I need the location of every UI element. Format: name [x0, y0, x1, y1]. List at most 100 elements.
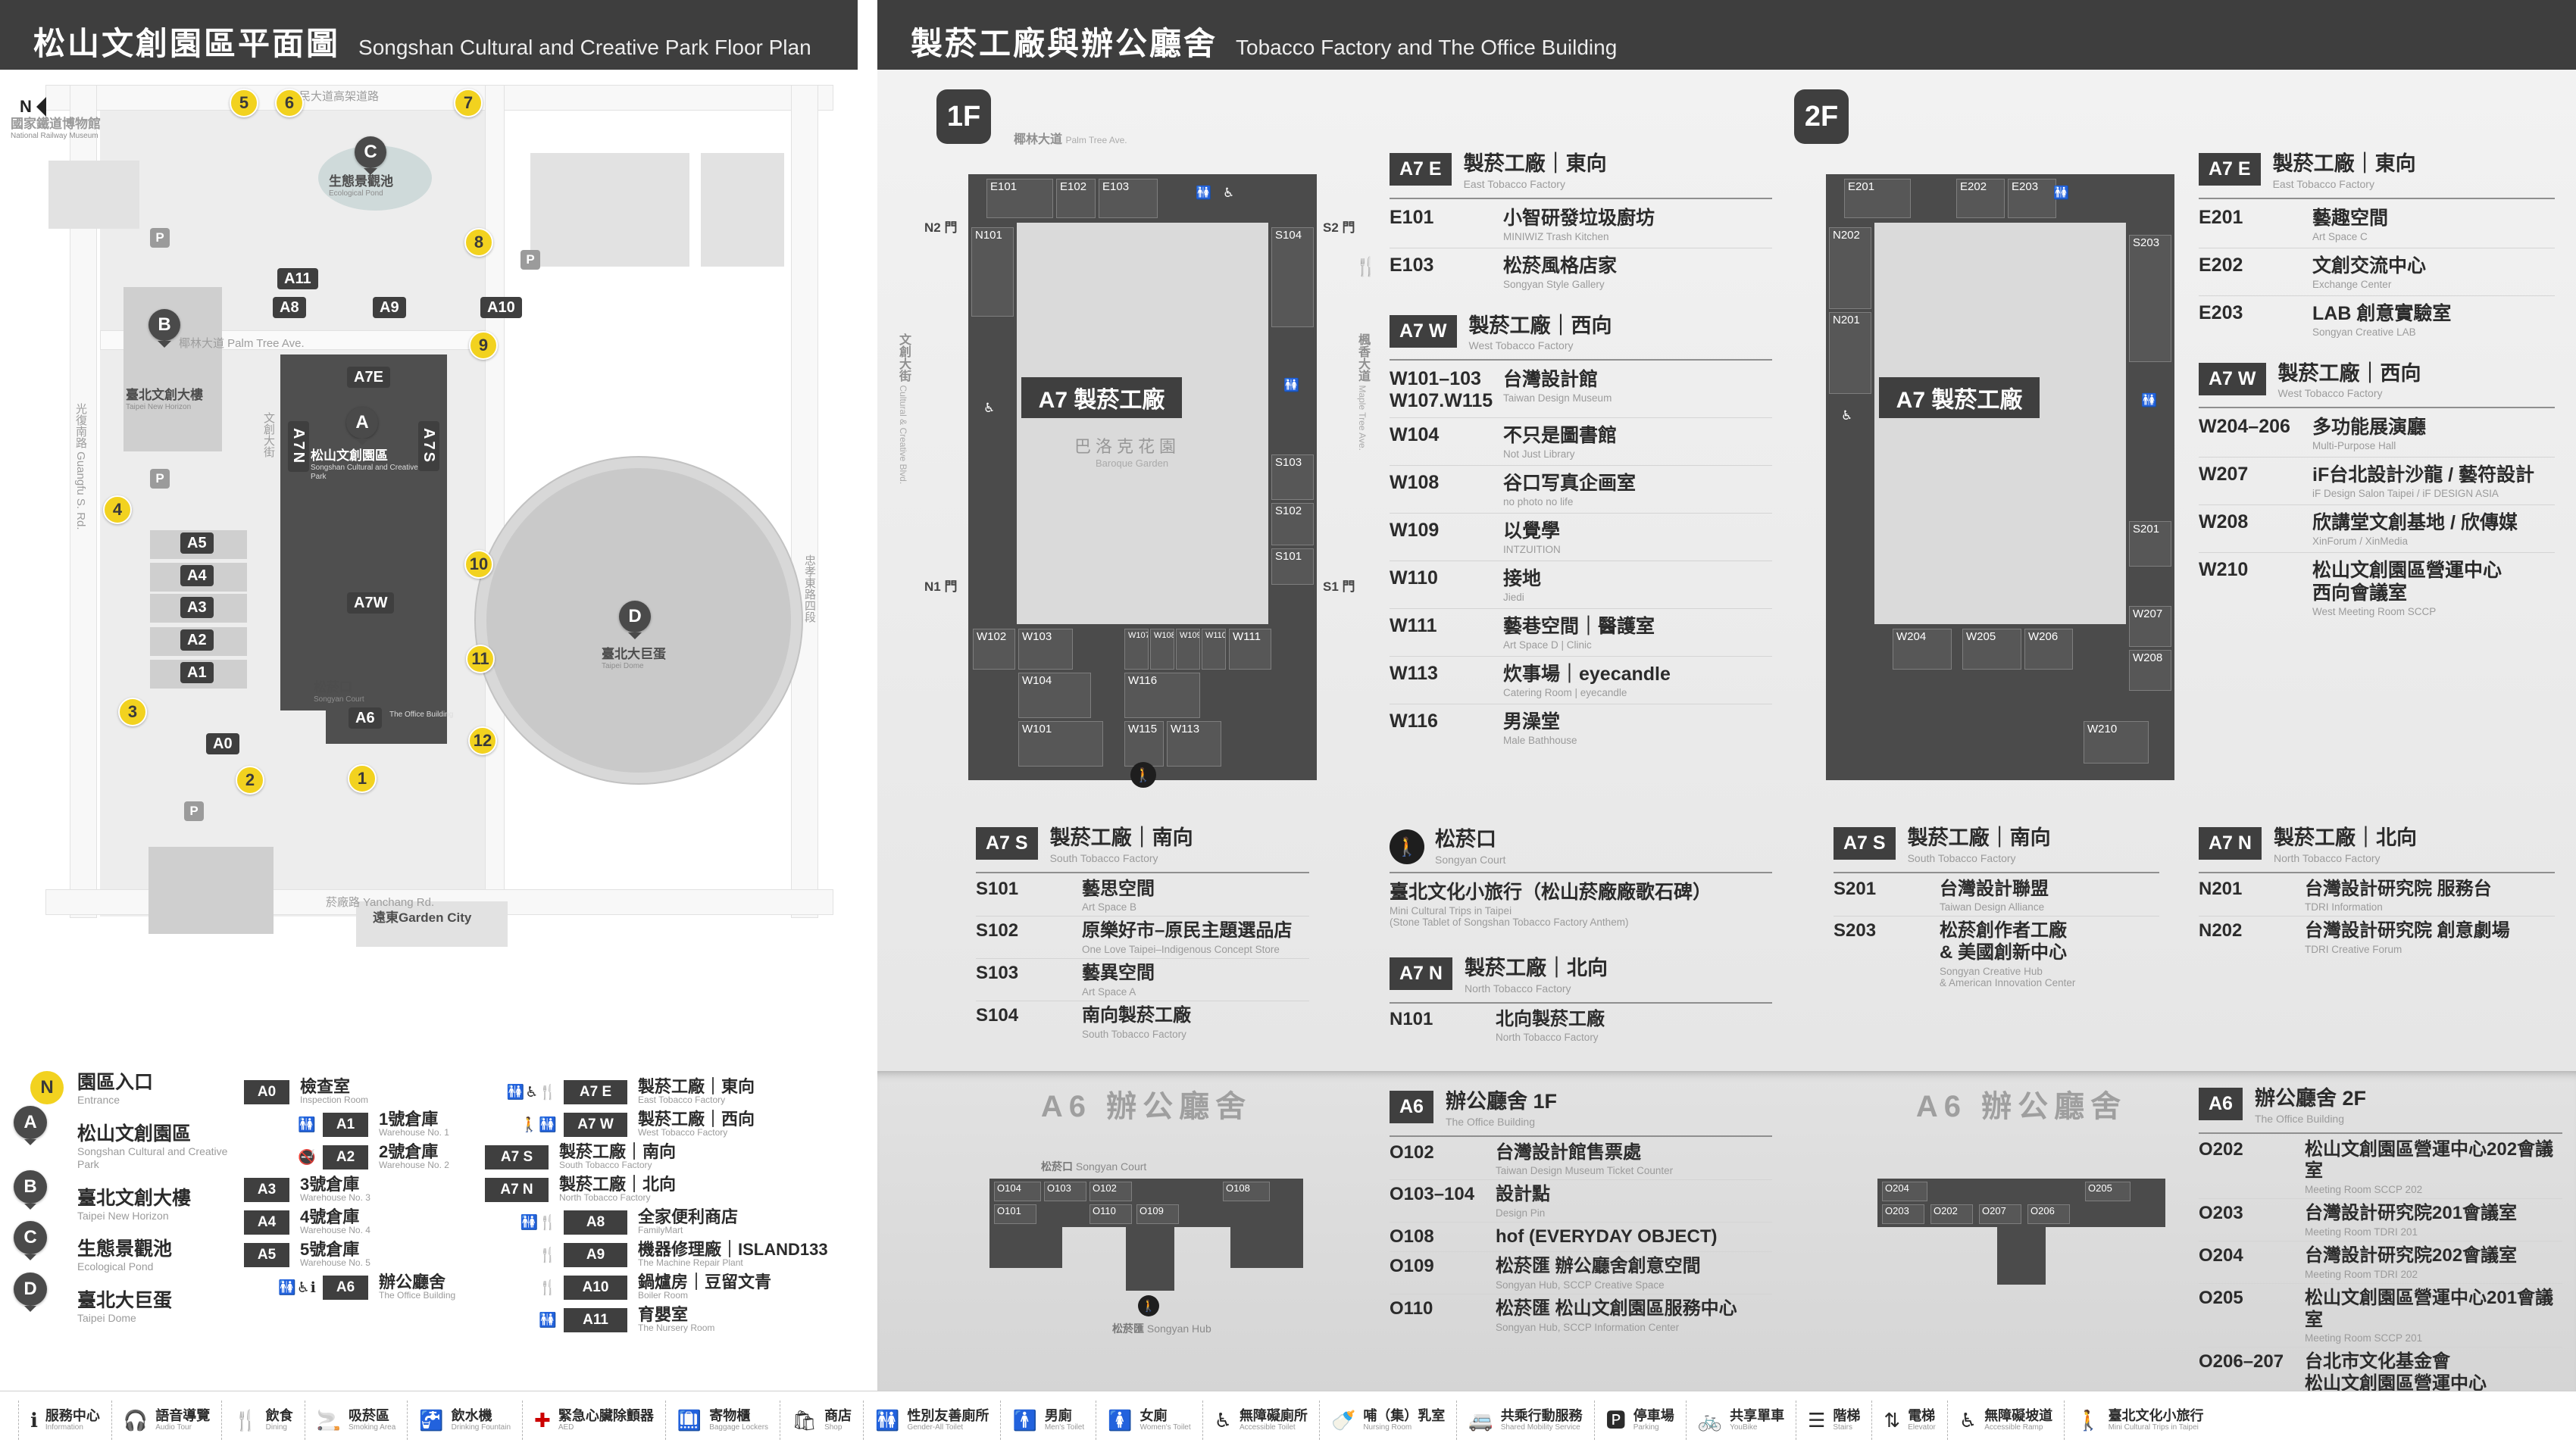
north-indicator: N	[20, 97, 46, 117]
amenity-zh: 女廁	[1140, 1407, 1168, 1423]
amenity-legend-item: 🚐 共乘行動服務 Shared Mobility Service	[1456, 1401, 1593, 1440]
label-zh: 松菸口	[1041, 1160, 1073, 1173]
legend-place-en: Taipei Dome	[77, 1311, 136, 1324]
floor-room: W101	[1018, 721, 1103, 767]
gate-label: S1 門	[1323, 579, 1355, 594]
floor-room: W116	[1124, 673, 1200, 718]
room-names: 松菸風格店家 Songyan Style Gallery	[1503, 255, 1772, 290]
section-title-zh: 製菸工廠｜南向	[1907, 826, 2051, 849]
room-names: 藝趣空間 Art Space C	[2312, 207, 2555, 242]
amenity-icon: 🚶	[2076, 1409, 2101, 1432]
amenity-zh: 男廁	[1044, 1407, 1072, 1423]
north-block-2	[701, 153, 784, 267]
floor-room: S101	[1271, 548, 1314, 585]
floor-room: E102	[1056, 179, 1096, 218]
directory-row: O108 hof (EVERYDAY OBJECT)	[1390, 1223, 1772, 1253]
legend-place-text: 松山文創園區 Songshan Cultural and Creative Pa…	[77, 1123, 244, 1172]
section-title-zh: 製菸工廠｜西向	[1468, 314, 1612, 337]
section-title-en: The Office Building	[2254, 1112, 2344, 1125]
a6-plan-title: A6 辦公廳舍	[1040, 1090, 1252, 1123]
floor-room: O110	[1089, 1204, 1132, 1224]
directory-row: E201 藝趣空間 Art Space C	[2199, 201, 2555, 248]
room-names: 藝思空間 Art Space B	[1082, 879, 1309, 913]
amenity-en: Elevator	[1908, 1422, 1936, 1432]
room-name-zh: 松菸匯 松山文創園區服務中心	[1496, 1298, 1737, 1319]
place-pins: A B C D	[0, 70, 858, 1045]
map-building-chips: A11 A8 A9 A10 A7E A7N A7S A7W A6 A0 A5	[0, 70, 858, 1045]
amenity-en: Smoking Area	[349, 1422, 396, 1432]
road-top	[45, 85, 833, 111]
place-pin: A	[346, 407, 378, 439]
amenity-zh: 臺北文化小旅行	[2108, 1407, 2204, 1423]
section-rows: O102 台灣設計館售票處 Taiwan Design Museum Ticke…	[1390, 1138, 1772, 1336]
facility-icon: ♿	[1223, 186, 1235, 200]
a6-east-wing	[1230, 1227, 1303, 1268]
amenity-zh: 共乘行動服務	[1500, 1407, 1583, 1423]
legend-building-row: 🚶🚻 A7 W 製菸工廠｜西向 West Tobacco Factory	[485, 1108, 849, 1141]
directory-row: W204–206 多功能展演廳 Multi-Purpose Hall	[2199, 410, 2555, 458]
room-name-en: Meeting Room TDRI 202	[2305, 1268, 2418, 1280]
amenity-icon: 🍼	[1330, 1409, 1356, 1432]
legend-place-text: 臺北大巨蛋 Taipei Dome	[77, 1289, 172, 1326]
floor-room: O109	[1136, 1204, 1179, 1224]
amenity-en: Parking	[1633, 1422, 1659, 1432]
building-name-zh: 製菸工廠｜東向	[638, 1077, 755, 1097]
room-name-zh: 以覺學	[1503, 520, 1561, 542]
section-titles: 製菸工廠｜西向 West Tobacco Factory	[1468, 314, 1612, 351]
map-label-zh: 臺北大巨蛋	[602, 647, 666, 661]
directory-row: 臺北文化小旅行（松山菸廠廠歌石碑） Mini Cultural Trips in…	[1390, 875, 1772, 933]
room-names: 台灣設計館售票處 Taiwan Design Museum Ticket Cou…	[1496, 1142, 1772, 1177]
amenity-labels: 飲食 Dining	[266, 1408, 293, 1432]
legend-place-zh: 園區入口	[77, 1072, 154, 1093]
building-code-chip: A0	[244, 1079, 289, 1104]
room-names: 台灣設計聯盟 Taiwan Design Alliance	[1940, 879, 2159, 913]
walk-icon: 🚶	[1138, 1295, 1159, 1316]
room-name-zh: LAB 創意實驗室	[2312, 302, 2452, 324]
building-code-chip: A8	[564, 1210, 627, 1235]
amenity-labels: 共乘行動服務 Shared Mobility Service	[1500, 1407, 1583, 1432]
room-name-en: Meeting Room SCCP 202	[2305, 1184, 2423, 1196]
street-label: 市民大道高架道路	[288, 90, 380, 103]
map-label: 松菸口 Songyan Court	[314, 680, 364, 704]
building-code-chip: A0	[206, 733, 239, 754]
directory-row: O204 台灣設計研究院202會議室 Meeting Room TDRI 202	[2199, 1241, 2562, 1284]
room-names: hof (EVERYDAY OBJECT)	[1496, 1226, 1772, 1248]
room-names: 台灣設計研究院201會議室 Meeting Room TDRI 201	[2305, 1203, 2562, 1238]
map-label: 臺北文創大樓 Taipei New Horizon	[126, 388, 203, 412]
floor-room: O207	[1979, 1204, 2021, 1224]
entrance-marker: 7	[454, 89, 483, 117]
courtyard-label-en: Baroque Garden	[1096, 457, 1169, 469]
room-name-zh: 台灣設計研究院201會議室	[2305, 1203, 2518, 1224]
amenity-legend-item: 🚶 臺北文化小旅行 Mini Cultural Trips in Taipei	[2064, 1401, 2215, 1440]
amenity-en: Baggage Lockers	[709, 1422, 769, 1432]
room-code: W111	[1390, 614, 1437, 636]
amenity-legend-item: 🚰 飲水機 Drinking Fountain	[407, 1401, 522, 1440]
floor-room: E101	[986, 179, 1053, 218]
floor-room: O103	[1044, 1182, 1086, 1201]
amenity-labels: 階梯 Stairs	[1833, 1408, 1860, 1432]
directory-row: 🍴 E103 松菸風格店家 Songyan Style Gallery	[1355, 248, 1772, 295]
room-names: 文創交流中心 Exchange Center	[2312, 255, 2555, 290]
room-name-en: Songyan Hub, SCCP Information Center	[1496, 1321, 1680, 1333]
amenity-icon: 🅿	[1605, 1409, 1626, 1432]
legend-place-row: D 臺北大巨蛋 Taipei Dome	[14, 1272, 250, 1326]
building-name-zh: 製菸工廠｜北向	[559, 1175, 677, 1194]
entrance-marker: 12	[468, 726, 497, 755]
building-name-zh: 1號倉庫	[379, 1110, 439, 1129]
directory-section-a7e-2f: A7 E 製菸工廠｜東向 East Tobacco Factory E201	[2199, 152, 2555, 343]
section-code-chip: A6	[1390, 1091, 1433, 1123]
section-code-chip: A7 E	[1390, 153, 1452, 186]
street-label: 光復南路 Guangfu S. Rd.	[74, 403, 87, 530]
facility-icon: 🚻	[2053, 186, 2070, 200]
room-name-zh: 藝異空間	[1082, 963, 1155, 984]
floor-room: W205	[1962, 629, 2021, 670]
amenity-legend-item: ✚ 緊急心臟除顫器 AED	[522, 1401, 665, 1440]
section-rows: W204–206 多功能展演廳 Multi-Purpose Hall W207	[2199, 410, 2555, 623]
floor-room: W109	[1176, 629, 1200, 670]
label-zh: 松菸匯	[1112, 1323, 1144, 1335]
room-name-zh: 松菸匯 辦公廳舍創意空間	[1496, 1256, 1701, 1277]
